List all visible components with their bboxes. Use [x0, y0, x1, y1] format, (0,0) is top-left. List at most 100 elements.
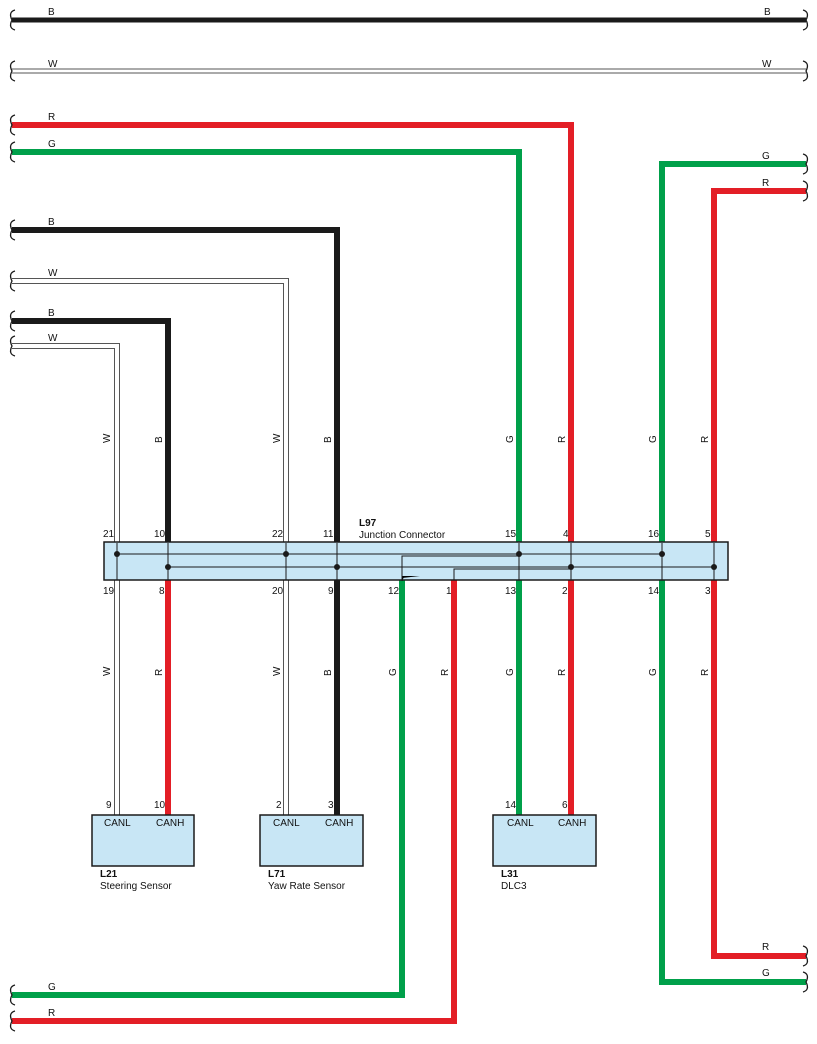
- wire-break-mark: [802, 180, 809, 202]
- wire-break-mark: [802, 9, 809, 31]
- wire-label: G: [648, 668, 659, 676]
- component-name: Yaw Rate Sensor: [268, 881, 346, 892]
- wire-label: G: [48, 982, 56, 993]
- wire-label: R: [48, 112, 55, 123]
- pin-number: 3: [328, 800, 334, 811]
- pin-number: 2: [562, 586, 568, 597]
- wire-b-pin11: [12, 227, 340, 543]
- component-L21: [91, 814, 195, 867]
- wire-label: W: [48, 333, 58, 344]
- component-L71: [259, 814, 364, 867]
- pin-number: 6: [562, 800, 568, 811]
- wire-break-mark: [9, 310, 16, 332]
- wire-break-mark: [9, 1010, 16, 1032]
- wire-label: R: [700, 669, 711, 676]
- pin-number: 13: [505, 586, 517, 597]
- branch-pin1: [453, 568, 571, 580]
- wire-break-marks: [9, 9, 809, 1032]
- wire-g-pin15: [12, 149, 522, 543]
- wire-r-pin4: [12, 122, 574, 543]
- pin-number: 3: [705, 586, 711, 597]
- wire-label: B: [323, 669, 334, 676]
- wire-label: G: [762, 151, 770, 162]
- wire-r-pin1: [12, 580, 457, 1024]
- wire-label: R: [557, 436, 568, 443]
- wire-g-pin12: [12, 580, 405, 998]
- wire-label: R: [762, 942, 769, 953]
- wire-label: B: [764, 7, 771, 18]
- wire-label: G: [48, 139, 56, 150]
- wire-break-mark: [9, 984, 16, 1006]
- wire-label: W: [102, 433, 113, 443]
- junction-connector-L97: [103, 541, 729, 581]
- pin-number: 16: [648, 529, 660, 540]
- terminal-label: CANL: [273, 818, 300, 829]
- wire-break-mark: [9, 60, 16, 82]
- wire-label: R: [557, 669, 568, 676]
- wire-label: W: [762, 59, 772, 70]
- component-name: DLC3: [501, 881, 527, 892]
- pin-number: 4: [563, 529, 569, 540]
- pin-number: 15: [505, 529, 517, 540]
- wire-label: G: [648, 435, 659, 443]
- pin-number: 22: [272, 529, 284, 540]
- terminal-label: CANL: [507, 818, 534, 829]
- wire-break-mark: [9, 114, 16, 136]
- pin-number: 14: [648, 586, 660, 597]
- wire-break-mark: [802, 971, 809, 993]
- connector-name: Junction Connector: [359, 530, 446, 541]
- wire-w-pin21: [12, 343, 120, 543]
- wire-break-mark: [9, 219, 16, 241]
- wire-break-mark: [9, 335, 16, 357]
- wire-label: B: [323, 436, 334, 443]
- wire-label: R: [440, 669, 451, 676]
- component-id: L21: [100, 869, 118, 880]
- wire-break-mark: [9, 141, 16, 163]
- pin-number: 2: [276, 800, 282, 811]
- wire-r-pin5: [711, 188, 806, 543]
- wire-label: B: [154, 436, 165, 443]
- wire-label: W: [272, 666, 283, 676]
- connector-id: L97: [359, 518, 377, 529]
- wire-label: B: [48, 7, 55, 18]
- pin-number: 19: [103, 586, 115, 597]
- component-L31: [492, 814, 597, 867]
- wire-label: B: [48, 217, 55, 228]
- wire-label: W: [272, 433, 283, 443]
- wire-label: R: [762, 178, 769, 189]
- wire-label: R: [154, 669, 165, 676]
- pin-number: 11: [323, 529, 334, 540]
- pin-number: 10: [154, 800, 166, 811]
- terminal-label: CANH: [156, 818, 184, 829]
- wire-label: G: [505, 668, 516, 676]
- wire-label: R: [700, 436, 711, 443]
- wire-break-mark: [9, 9, 16, 31]
- pin-number: 21: [103, 529, 115, 540]
- wire-r-pin3: [711, 580, 806, 959]
- pin-number: 5: [705, 529, 711, 540]
- pin-number: 9: [106, 800, 112, 811]
- wire-label: W: [102, 666, 113, 676]
- terminal-label: CANH: [325, 818, 353, 829]
- pin-number: 12: [388, 586, 400, 597]
- terminal-label: CANH: [558, 818, 586, 829]
- wire-label: B: [48, 308, 55, 319]
- pin-number: 1: [446, 586, 452, 597]
- component-name: Steering Sensor: [100, 881, 172, 892]
- component-id: L31: [501, 869, 519, 880]
- wire-break-mark: [9, 270, 16, 292]
- pin-number: 8: [159, 586, 165, 597]
- pin-number: 14: [505, 800, 517, 811]
- wire-label: G: [762, 968, 770, 979]
- wire-label: G: [388, 668, 399, 676]
- wire-label: W: [48, 59, 58, 70]
- component-id: L71: [268, 869, 286, 880]
- wire-break-mark: [802, 945, 809, 967]
- branch-pin12: [401, 555, 519, 580]
- pin-number: 9: [328, 586, 334, 597]
- pin-number: 10: [154, 529, 166, 540]
- wire-g-pin16: [659, 161, 806, 543]
- pin-number: 20: [272, 586, 284, 597]
- wire-label: R: [48, 1008, 55, 1019]
